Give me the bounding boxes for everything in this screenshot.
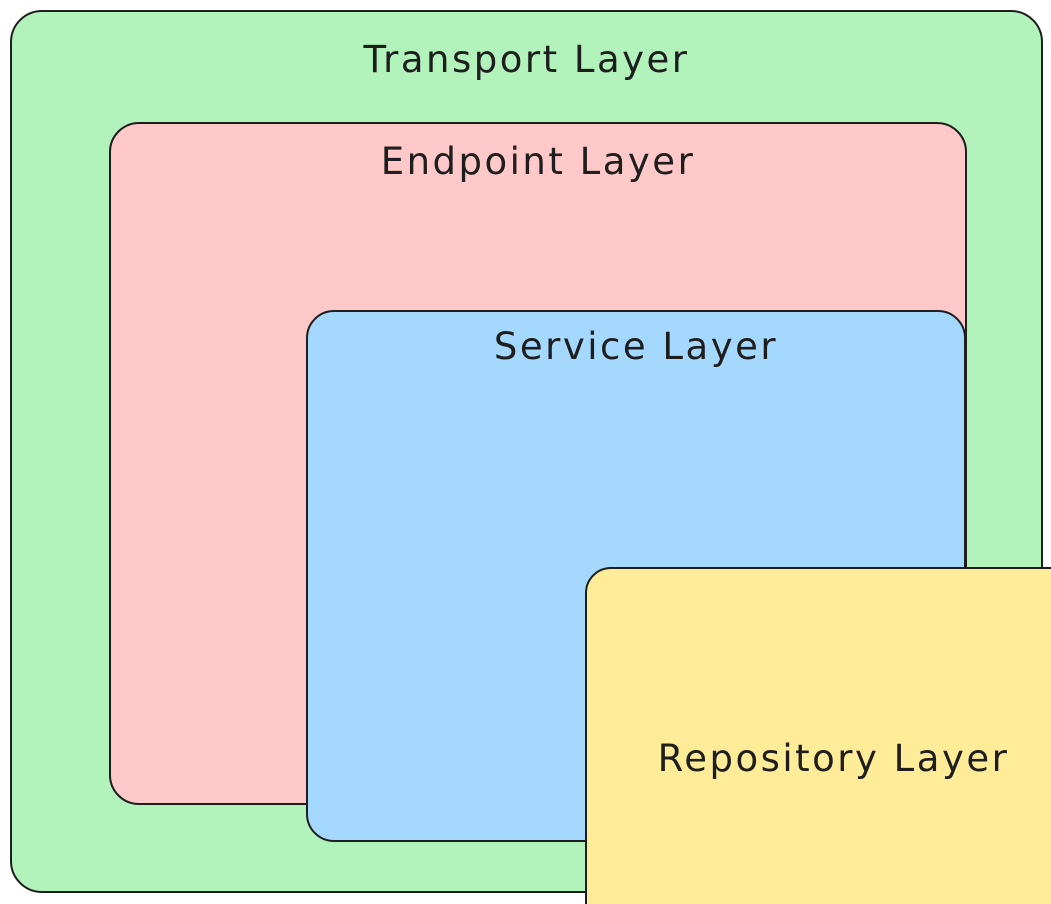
layer-box-transport: Transport Layer Endpoint Layer Service L… — [10, 10, 1051, 904]
layer-box-service: Service Layer Repository Layer — [306, 310, 1051, 904]
layer-label-repository: Repository Layer — [657, 737, 1010, 780]
layer-label-service: Service Layer — [493, 325, 779, 368]
layer-box-endpoint: Endpoint Layer Service Layer Repository … — [109, 122, 1051, 904]
layer-label-endpoint: Endpoint Layer — [380, 140, 696, 183]
layer-box-repository: Repository Layer — [585, 567, 1051, 904]
layer-label-transport: Transport Layer — [363, 38, 690, 81]
